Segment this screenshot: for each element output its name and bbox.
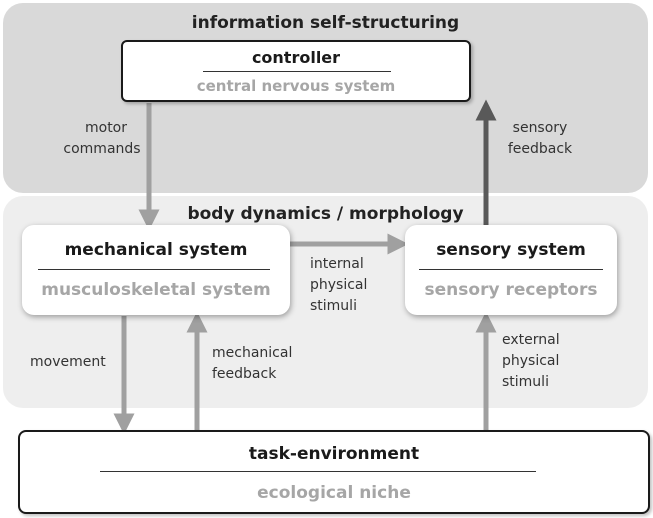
mechanical-subtitle: musculoskeletal system <box>41 280 271 300</box>
environment-divider <box>100 471 536 472</box>
motor-commands-label: motor commands <box>63 118 142 160</box>
panel-title-information: information self-structuring <box>191 13 460 33</box>
mechanical-title: mechanical system <box>64 240 248 260</box>
mechanical-feedback-line-2: feedback <box>212 366 277 382</box>
environment-subtitle: ecological niche <box>257 483 411 503</box>
sensory-feedback-line-2: feedback <box>507 141 573 157</box>
panel-title-body-dynamics: body dynamics / morphology <box>187 204 464 224</box>
controller-subtitle: central nervous system <box>196 77 396 95</box>
external-stimuli-line-1: external <box>502 332 560 348</box>
sensory-system-box: sensory system sensory receptors <box>405 225 617 315</box>
mechanical-divider <box>38 269 270 270</box>
mechanical-feedback-line-1: mechanical <box>212 345 293 361</box>
external-stimuli-label: external physical stimuli <box>502 330 560 393</box>
environment-title: task-environment <box>248 444 420 464</box>
sensory-divider <box>419 269 603 270</box>
controller-divider <box>203 71 391 72</box>
sensory-feedback-line-1: sensory <box>512 120 568 136</box>
task-environment-box: task-environment ecological niche <box>18 430 650 514</box>
internal-stimuli-line-1: internal <box>310 256 364 272</box>
motor-commands-line-2: commands <box>63 141 141 157</box>
sensory-subtitle: sensory receptors <box>424 280 598 300</box>
sensory-feedback-label: sensory feedback <box>504 118 576 160</box>
internal-stimuli-label: internal physical stimuli <box>310 254 367 317</box>
mechanical-system-box: mechanical system musculoskeletal system <box>22 225 290 315</box>
motor-commands-line-1: motor <box>84 120 127 136</box>
mechanical-feedback-label: mechanical feedback <box>212 343 292 385</box>
sensory-title: sensory system <box>436 240 586 260</box>
internal-stimuli-line-2: physical <box>310 277 368 293</box>
controller-box: controller central nervous system <box>121 40 471 102</box>
internal-stimuli-line-3: stimuli <box>310 298 357 314</box>
external-stimuli-line-2: physical <box>502 353 560 369</box>
movement-label: movement <box>30 354 106 370</box>
controller-title: controller <box>251 48 341 67</box>
external-stimuli-line-3: stimuli <box>502 374 549 390</box>
